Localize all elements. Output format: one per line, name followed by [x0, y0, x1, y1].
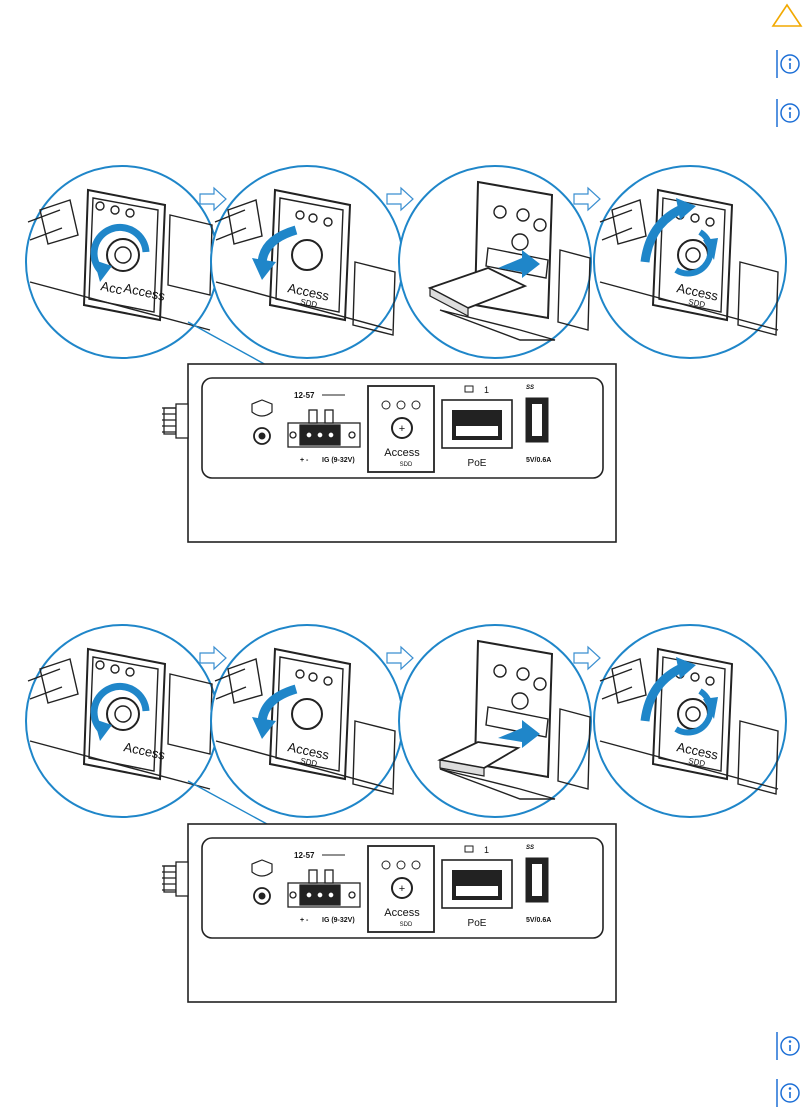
- polarity-label: + -: [300, 917, 309, 924]
- step-arrow-icon: [199, 646, 227, 670]
- power-terminal: [287, 409, 361, 448]
- step-circle-close-cover: Access SDD: [593, 165, 787, 359]
- warning-icon: [771, 3, 803, 27]
- circle-sdd-label: SDD: [300, 756, 319, 768]
- step-circle-insert-microsd-card: [398, 624, 592, 818]
- ig-label: IG (9-32V): [322, 457, 355, 464]
- antenna-connector: [162, 861, 189, 897]
- device-front-panel: 12-57 + - IG (9-32V) + Access SDD: [162, 823, 617, 1003]
- step-arrow-icon: [573, 646, 601, 670]
- ethernet-port: [441, 859, 513, 909]
- sd-access-cover[interactable]: + Access SDD: [367, 385, 435, 473]
- power-label: 12-57: [294, 391, 315, 400]
- sd-label: SDD: [400, 922, 413, 928]
- poe-label: PoE: [468, 918, 487, 929]
- step-arrow-icon: [386, 646, 414, 670]
- step-circle-lift-cover: Access SDD: [210, 624, 404, 818]
- lan-icon: [464, 845, 474, 853]
- lan-number: 1: [484, 845, 489, 855]
- usb-label: 5V/0.6A: [526, 917, 551, 924]
- access-label: Access: [384, 907, 420, 919]
- device-front-panel: 12-57 + - IG (9-32V) + Access SDD: [162, 363, 617, 543]
- ethernet-port: [441, 399, 513, 449]
- step-arrow-icon: [199, 187, 227, 211]
- antenna-connector: [162, 403, 189, 439]
- svg-text:+: +: [399, 883, 405, 895]
- power-terminal: [287, 869, 361, 908]
- svg-text:+: +: [399, 423, 405, 435]
- info-icon: [776, 98, 800, 128]
- figure-microsd-card-install: Access Access SDD: [25, 624, 787, 1003]
- shield-icon: [251, 399, 273, 417]
- usb-logo: SS: [526, 385, 534, 391]
- step-circle-open-cover: Acc Access: [25, 165, 219, 359]
- power-label: 12-57: [294, 851, 315, 860]
- step-circle-close-cover: Access SDD: [593, 624, 787, 818]
- sd-label: SDD: [400, 462, 413, 468]
- info-icon: [776, 1031, 800, 1061]
- lan-number: 1: [484, 385, 489, 395]
- figure-sd-card-install: Acc Access Access SDD: [25, 165, 787, 543]
- usb-port: [525, 857, 549, 903]
- svg-text:Acc: Acc: [99, 278, 124, 297]
- circle-sdd-label: SDD: [688, 756, 707, 768]
- usb-logo: SS: [526, 845, 534, 851]
- info-icon: [776, 1078, 800, 1108]
- info-icon: [776, 49, 800, 79]
- poe-label: PoE: [468, 458, 487, 469]
- shield-icon: [251, 859, 273, 877]
- step-arrow-icon: [573, 187, 601, 211]
- polarity-label: + -: [300, 457, 309, 464]
- usb-label: 5V/0.6A: [526, 457, 551, 464]
- sd-access-cover[interactable]: + Access SDD: [367, 845, 435, 933]
- ig-label: IG (9-32V): [322, 917, 355, 924]
- step-circle-insert-sd-card: [398, 165, 592, 359]
- access-label: Access: [384, 447, 420, 459]
- step-arrow-icon: [386, 187, 414, 211]
- lan-icon: [464, 385, 474, 393]
- step-circle-lift-cover: Access SDD: [210, 165, 404, 359]
- step-circle-open-cover: Access: [25, 624, 219, 818]
- circle-sdd-label: SDD: [688, 297, 707, 309]
- circle-sdd-label: SDD: [300, 297, 319, 309]
- usb-port: [525, 397, 549, 443]
